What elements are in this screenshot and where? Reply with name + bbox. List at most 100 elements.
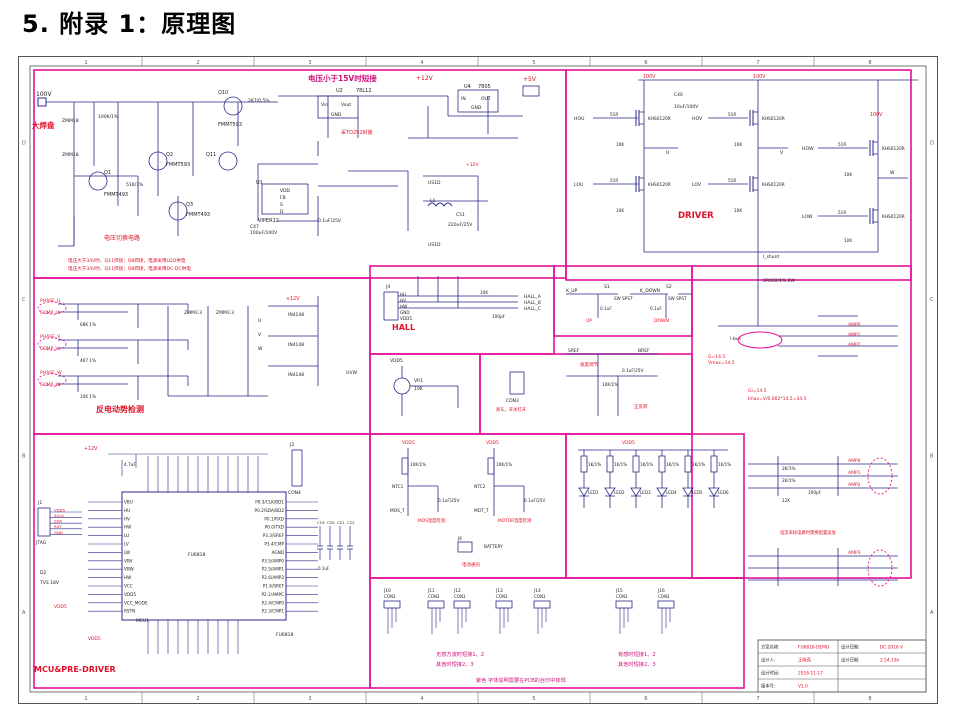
mcu-left-pin: HU: [124, 508, 130, 513]
mcu-cap-ref: C21: [337, 520, 345, 525]
conn-note-right-1: 有感时短接1、2: [618, 650, 656, 658]
lou-label: LOU: [574, 182, 583, 188]
q10-symbol: [223, 96, 243, 116]
border-col-top: 2: [196, 60, 199, 66]
mcu-right-pin: P0.3/CLK/BD1: [255, 500, 284, 505]
v5-label: +5V: [523, 76, 537, 83]
led-name: LED3: [640, 490, 651, 495]
key-up-label: UP: [586, 318, 592, 324]
bemf-jumper-ellipse: [37, 337, 67, 351]
border-col-bottom: 4: [420, 696, 423, 702]
mosfet: KHS0120R: [635, 110, 671, 126]
mcu-chip: [121, 491, 287, 621]
motor-temp-label: MOTOR温度检测: [498, 517, 531, 524]
mcu-chip-ref: MCU1: [136, 618, 149, 624]
jumper-ref: J10: [383, 588, 391, 594]
led-vdd: VDD5: [622, 440, 635, 446]
q11-symbol: [218, 151, 238, 171]
mosfet-part: KHS0120R: [762, 116, 785, 122]
jumper-con: CON3: [454, 594, 466, 599]
amp-r-2: 2K/1%: [782, 478, 795, 483]
amp-wires-top: [718, 288, 898, 357]
key-c1: 0.1uF: [600, 306, 612, 311]
section-frames: [33, 69, 912, 689]
q11-label: Q11: [206, 152, 216, 158]
bemf-phase-net: PHASE_W: [40, 370, 62, 376]
mcu-big-cap: 4.7uF: [124, 462, 136, 467]
c51-label: C51: [456, 212, 465, 218]
led-name: LED5: [692, 490, 703, 495]
c12-value: 0.1uF/25V: [318, 218, 342, 224]
low-label: LOW: [802, 214, 813, 220]
jtag-label: JTAG: [35, 540, 47, 546]
r-gate-5: 51R: [728, 178, 736, 183]
mcu-left-pin: VCC: [124, 584, 133, 589]
bref-net: BREF: [638, 348, 650, 354]
diode-part-1: US1D: [428, 180, 441, 186]
amp-cap: 100pF: [808, 490, 822, 495]
sensor-vdd-1: VDD5: [402, 440, 415, 446]
title-key: 设计人:: [761, 657, 775, 664]
amp-label-0: AMP0: [848, 458, 861, 464]
hall-pin: HU: [400, 292, 406, 297]
jtag-pin: SCLK: [54, 513, 64, 518]
con3-header: [509, 371, 525, 395]
zener-label-1: ZMM18: [62, 118, 79, 124]
bemf-diode-1: IN4148: [288, 312, 304, 318]
power-note-2: 电压大于34V时，Q11焊接；Q8焊接，电源采用DC-DC供电: [68, 265, 191, 272]
sensor-c2-value: 0.1uF/25V: [524, 498, 545, 503]
mcu-right-pin: P1.6/SREF: [263, 584, 285, 589]
mosfet-part: KHS0120R: [882, 146, 905, 152]
mcu-left-pin: LV: [124, 542, 129, 547]
amp-note: 电流采样电路时需要配置运放: [780, 529, 837, 536]
u1-pin-s: S: [280, 202, 283, 208]
bemf-out-uvw: UVW: [346, 370, 358, 376]
ibus-note: I-bus: [730, 336, 742, 342]
hall-c-value: 100pF: [492, 314, 506, 319]
c47-label: C47: [250, 224, 259, 230]
vr-vdd: VDD5: [390, 358, 403, 364]
jtag-pin: RST: [54, 524, 62, 529]
title-block-row: 设计时间:2016-11-17: [758, 665, 926, 679]
mcu-left-pin: HW: [124, 575, 131, 580]
mcu-vdd-1: VDD5: [54, 604, 67, 610]
border-row-left: B: [22, 453, 26, 459]
border-col-bottom: 8: [868, 696, 871, 702]
con3-label: CON3: [506, 398, 519, 404]
key-down-label: DOWN: [654, 318, 669, 324]
mcu-chip-part: FU6818: [276, 632, 293, 638]
power-note-1: 电压大于34V时，Q11焊接；Q8焊接，电源采用LDO供电: [68, 257, 186, 264]
border-col-top: 3: [308, 60, 311, 66]
bemf-phase-net: PHASE_U: [40, 298, 60, 304]
jtag-pin: SDA: [54, 519, 62, 524]
mcu-right-pin: P2.4/CMP0: [262, 600, 285, 605]
title-value: 王晓燕: [798, 657, 812, 664]
c47-value: 100uF/100V: [250, 230, 278, 236]
driver-wires: [593, 79, 918, 288]
vbus-label-2: 100V: [753, 74, 766, 80]
mcu-left-pin: RSTN: [124, 609, 135, 614]
bemf-comp-net: COMP_U: [40, 310, 59, 316]
u2-label: U2: [336, 88, 343, 94]
q1-symbol: [88, 171, 108, 191]
u4-part: 7805: [478, 84, 491, 90]
hall-net-c: HALL_C: [524, 306, 541, 312]
border-col-bottom: 3: [308, 696, 311, 702]
border-col-top: 1: [84, 60, 87, 66]
r-100k-label: 100K/1%: [98, 114, 119, 120]
battery-ref: J6: [457, 536, 462, 542]
speed-r1: 10K/1%: [602, 382, 618, 387]
out-w: W: [890, 170, 895, 176]
u1-chip: [261, 183, 309, 215]
key-c2: 0.1uF: [650, 306, 662, 311]
vr1-value: 10K: [414, 386, 424, 392]
mcu-plus12: +12V: [84, 446, 98, 452]
mcu-right-pin: P2.6/AMP2: [262, 575, 285, 580]
